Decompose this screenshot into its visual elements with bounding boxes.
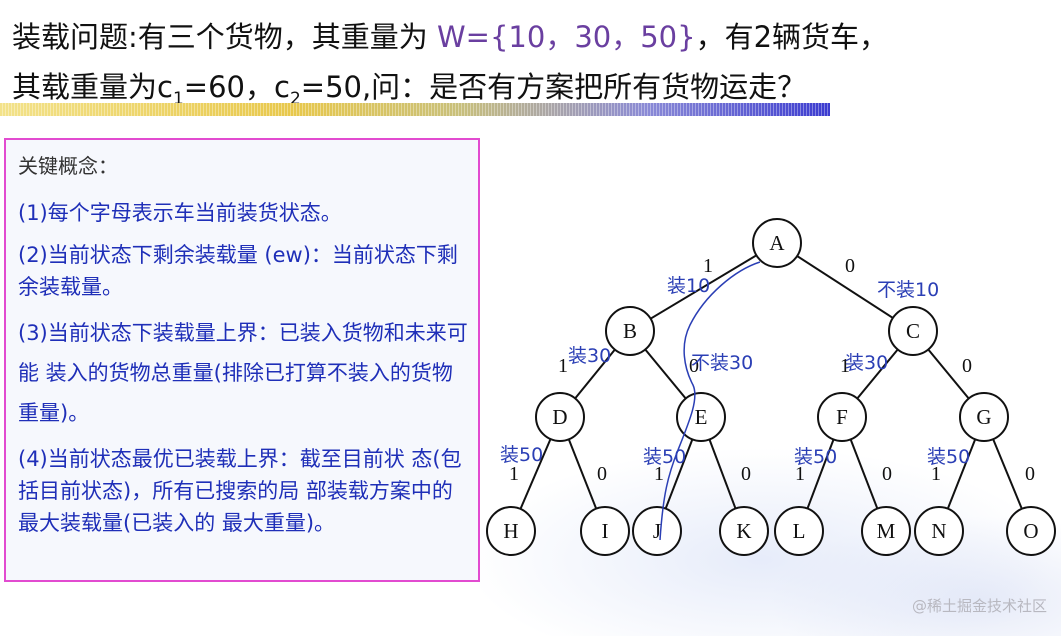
title-line-1: 装载问题:有三个货物，其重量为 W={10，30，50}，有2辆货车， <box>12 14 888 56</box>
edge-label-d-h: 1 <box>509 463 519 485</box>
title-prefix: 装载问题:有三个货物，其重量为 <box>12 20 437 54</box>
node-o: O <box>1006 506 1056 556</box>
annotation-skip-10: 不装10 <box>877 279 939 301</box>
edge-label-e-j: 1 <box>654 463 664 485</box>
node-g-label: G <box>976 405 991 429</box>
node-l-label: L <box>793 519 806 543</box>
handwritten-search-path <box>659 261 761 541</box>
question-text: =50,问：是否有方案把所有货物运走？ <box>300 70 807 104</box>
node-f: F <box>817 392 867 442</box>
weights-set: W={10，30，50} <box>437 20 696 54</box>
node-i-label: I <box>602 519 609 543</box>
annotation-load-50-l: 装50 <box>794 446 837 468</box>
node-d-label: D <box>552 405 567 429</box>
edge-label-a-c: 0 <box>845 255 855 277</box>
concept-item-4: (4)当前状态最优已装载上界：截至目前状 态(包 括目前状态)，所有已搜索的局 … <box>18 447 462 535</box>
annotation-load-10: 装10 <box>667 275 710 297</box>
node-h: H <box>486 506 536 556</box>
edge-label-d-i: 0 <box>597 463 607 485</box>
title-underline-stripe <box>0 103 830 116</box>
node-n: N <box>914 506 964 556</box>
capacity-text-b: =60，c <box>183 70 290 104</box>
node-a-label: A <box>769 231 785 255</box>
edge-label-b-e: 0 <box>689 355 699 377</box>
node-k-label: K <box>736 519 751 543</box>
edge-label-f-l: 1 <box>795 463 805 485</box>
edge-label-a-b: 1 <box>703 255 713 277</box>
node-j: J <box>632 506 682 556</box>
annotation-load-50-j: 装50 <box>643 446 686 468</box>
title-line-2: 其载重量为c1=60，c2=50,问：是否有方案把所有货物运走？ <box>12 64 806 109</box>
node-c: C <box>888 306 938 356</box>
edge-label-g-o: 0 <box>1025 463 1035 485</box>
watermark: @稀土掘金技术社区 <box>911 597 1047 615</box>
annotation-load-50-h: 装50 <box>500 444 543 466</box>
edge-a-b <box>629 242 778 332</box>
node-i: I <box>580 506 630 556</box>
annotation-load-30-right: 装30 <box>845 352 888 374</box>
node-n-label: N <box>931 519 946 543</box>
edge-label-b-d: 1 <box>558 355 568 377</box>
node-c-label: C <box>906 319 920 343</box>
edge-label-f-m: 0 <box>882 463 892 485</box>
annotation-skip-30: 不装30 <box>691 352 753 374</box>
edge-label-c-g: 0 <box>962 355 972 377</box>
key-concepts-box: 关键概念： (1)每个字母表示车当前装货状态。 (2)当前状态下剩余装载量 (e… <box>4 138 480 582</box>
node-b-label: B <box>623 319 637 343</box>
edge-label-g-n: 1 <box>931 463 941 485</box>
node-j-label: J <box>653 519 661 543</box>
concepts-heading: 关键概念： <box>18 154 118 178</box>
node-f-label: F <box>836 405 848 429</box>
node-a: A <box>752 218 802 268</box>
node-g: G <box>959 392 1009 442</box>
title-suffix: ，有2辆货车， <box>695 20 889 54</box>
capacity-text-a: 其载重量为c <box>12 70 173 104</box>
concept-item-3: (3)当前状态下装载量上界：已装入货物和未来可能 装入的货物总重量(排除已打算不… <box>18 321 468 425</box>
edge-label-c-f: 1 <box>840 355 850 377</box>
node-m-label: M <box>877 519 896 543</box>
node-l: L <box>774 506 824 556</box>
node-d: D <box>535 392 585 442</box>
node-h-label: H <box>503 519 518 543</box>
subscript-1: 1 <box>172 88 184 109</box>
edge-a-c <box>776 242 914 332</box>
node-e-label: E <box>695 405 708 429</box>
node-m: M <box>861 506 911 556</box>
concept-item-2: (2)当前状态下剩余装载量 (ew)：当前状态下剩余装载量。 <box>18 243 458 299</box>
edge-label-e-k: 0 <box>741 463 751 485</box>
node-k: K <box>719 506 769 556</box>
node-o-label: O <box>1023 519 1038 543</box>
subscript-2: 2 <box>289 88 301 109</box>
node-b: B <box>605 306 655 356</box>
concept-item-1: (1)每个字母表示车当前装货状态。 <box>18 201 342 225</box>
node-e: E <box>676 392 726 442</box>
annotation-load-50-n: 装50 <box>927 446 970 468</box>
annotation-load-30-left: 装30 <box>568 345 611 367</box>
